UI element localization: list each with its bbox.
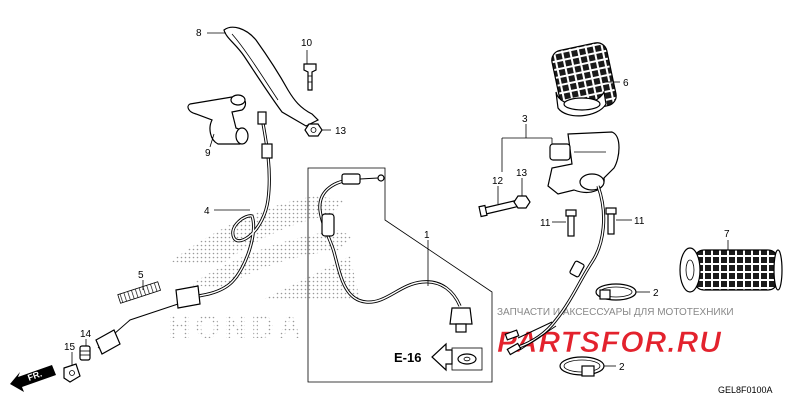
callout-11-right: 11	[634, 216, 645, 227]
callout-14: 14	[80, 329, 92, 340]
site-watermark: ЗАПЧАСТИ И АКСЕССУАРЫ ДЛЯ МОТОТЕХНИКИ PA…	[497, 307, 734, 359]
site-logo: PARTSFOR.RU	[497, 326, 722, 359]
e16-label: E-16	[394, 350, 421, 365]
throttle-wire	[504, 185, 606, 356]
front-arrow-icon	[10, 365, 56, 392]
part-11-screw-right	[605, 207, 617, 235]
part-15-end-fitting	[63, 363, 81, 383]
leader-lines	[71, 32, 729, 367]
e16-arrow	[431, 342, 453, 372]
part-4-clutch-cable	[95, 111, 273, 355]
front-label: FR.	[26, 369, 43, 383]
callout-12: 12	[492, 176, 504, 187]
callout-1: 1	[424, 230, 430, 241]
callout-4: 4	[204, 206, 210, 217]
callout-10: 10	[301, 38, 313, 49]
honda-wing-logo	[170, 196, 360, 300]
part-10-pivot-bolt	[303, 63, 317, 91]
callout-2-upper: 2	[653, 288, 659, 299]
part-12-screw	[478, 199, 521, 218]
callout-5: 5	[138, 270, 144, 281]
site-caption: ЗАПЧАСТИ И АКСЕССУАРЫ ДЛЯ МОТОТЕХНИКИ	[497, 307, 734, 318]
part-3-throttle-housing	[547, 131, 620, 195]
honda-wordmark: HONDA	[168, 309, 305, 345]
callout-2-lower: 2	[619, 362, 625, 373]
callout-6: 6	[623, 78, 629, 89]
callout-3: 3	[522, 114, 528, 125]
part-1-throttle-cable	[318, 173, 473, 333]
callout-13-lever: 13	[335, 126, 347, 137]
callouts: 8 10 13 9 4 5 14 15 1 3 12 13 6 7 11 11 …	[64, 28, 730, 373]
part-5-spring	[117, 281, 162, 304]
callout-15: 15	[64, 342, 76, 353]
part-8-clutch-lever	[223, 26, 320, 127]
callout-8: 8	[196, 28, 202, 39]
callout-7: 7	[724, 229, 730, 240]
part-9-lever-bracket	[187, 94, 249, 145]
callout-9: 9	[205, 148, 211, 159]
callout-11-left: 11	[540, 218, 551, 229]
e16-reference: E-16	[394, 342, 483, 372]
part-6-throttle-grip	[551, 42, 617, 117]
part-11-screw-left	[565, 209, 577, 237]
part-2-clamp-upper	[595, 283, 637, 301]
part1-frame	[307, 167, 493, 383]
part-14-adjuster	[79, 345, 91, 361]
washer	[457, 353, 477, 365]
part-13-nut-housing	[513, 195, 531, 209]
honda-watermark: HONDA	[168, 196, 360, 345]
e16-frame	[451, 347, 483, 371]
part-13-nut-lever	[304, 123, 323, 137]
callout-13-housing: 13	[516, 168, 528, 179]
diagram-code: GEL8F0100A	[718, 385, 773, 395]
part-7-left-grip	[679, 247, 783, 293]
front-indicator: FR.	[10, 365, 56, 392]
part-2-clamp-lower	[559, 356, 605, 377]
